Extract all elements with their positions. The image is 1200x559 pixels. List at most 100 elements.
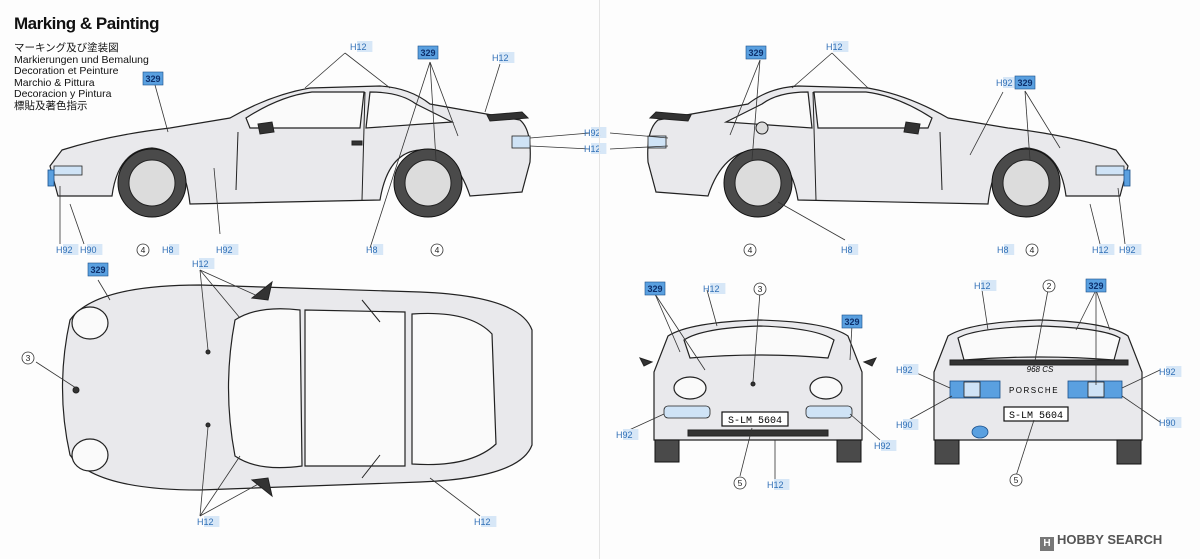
h-code-bg xyxy=(833,41,849,52)
h-code-label: H92 xyxy=(584,128,601,138)
callout-h: H92 xyxy=(896,364,919,375)
part-number-circle xyxy=(733,476,747,490)
part-number-label: 5 xyxy=(738,478,743,488)
callout-h: H8 xyxy=(162,244,180,255)
callout-h: H12 xyxy=(584,143,607,154)
callout-num: 5 xyxy=(733,476,747,490)
h-code-label: H12 xyxy=(474,517,491,527)
callout-h: H12 xyxy=(492,52,515,63)
h-code-bg xyxy=(903,364,919,375)
h-code-label: H90 xyxy=(1159,418,1176,428)
part-number-label: 4 xyxy=(141,245,146,255)
callout-h: H12 xyxy=(826,41,849,52)
h-code-bg xyxy=(499,52,515,63)
paint-code-label: 329 xyxy=(1088,281,1103,291)
paint-code-box xyxy=(841,314,863,329)
h-code-bg xyxy=(357,41,373,52)
callout-num: 4 xyxy=(743,243,757,257)
h-code-bg xyxy=(1166,417,1182,428)
h-code-label: H12 xyxy=(492,53,509,63)
h-code-label: H90 xyxy=(896,420,913,430)
part-number-label: 4 xyxy=(1030,245,1035,255)
callout-paint: 329 xyxy=(87,262,109,277)
callout-paint: 329 xyxy=(644,281,666,296)
h-code-bg xyxy=(481,516,497,527)
part-number-circle xyxy=(136,243,150,257)
subtitle-german: Markierungen und Bemalung xyxy=(14,53,149,66)
part-number-circle xyxy=(430,243,444,257)
h-code-bg xyxy=(623,429,639,440)
callout-paint: 329 xyxy=(745,45,767,60)
paint-code-box xyxy=(142,71,164,86)
paint-code-box xyxy=(1014,75,1036,90)
h-code-label: H12 xyxy=(703,284,720,294)
h-code-bg xyxy=(1099,244,1115,255)
paint-code-box xyxy=(745,45,767,60)
callout-h: H92 xyxy=(216,244,239,255)
h-code-label: H90 xyxy=(80,245,97,255)
callout-num: 3 xyxy=(21,351,35,365)
h-code-bg xyxy=(63,244,79,255)
h-code-bg xyxy=(1166,366,1182,377)
callout-h: H12 xyxy=(350,41,373,52)
h-code-bg xyxy=(774,479,790,490)
paint-code-box xyxy=(417,45,439,60)
h-code-label: H12 xyxy=(350,42,367,52)
h-code-label: H92 xyxy=(56,245,73,255)
callout-h: H92 xyxy=(56,244,79,255)
paint-code-label: 329 xyxy=(420,48,435,58)
paint-code-box xyxy=(1085,278,1107,293)
h-code-label: H92 xyxy=(616,430,633,440)
part-number-circle xyxy=(1009,473,1023,487)
h-code-bg xyxy=(204,516,220,527)
callout-h: H12 xyxy=(474,516,497,527)
h-code-label: H8 xyxy=(997,245,1009,255)
callout-num: 4 xyxy=(430,243,444,257)
callout-paint: 329 xyxy=(142,71,164,86)
subtitle-japanese: マーキング及び塗装図 xyxy=(14,42,119,54)
paint-code-label: 329 xyxy=(844,317,859,327)
h-code-label: H92 xyxy=(896,365,913,375)
logo-icon: H xyxy=(1040,537,1054,551)
h-code-label: H8 xyxy=(366,245,378,255)
h-code-label: H8 xyxy=(162,245,174,255)
callout-num: 5 xyxy=(1009,473,1023,487)
h-code-bg xyxy=(199,258,215,269)
callout-h: H12 xyxy=(1092,244,1115,255)
part-number-circle xyxy=(21,351,35,365)
subtitle-list: マーキング及び塗装図 Markierungen und Bemalung Dec… xyxy=(14,42,149,113)
callout-h: H92 xyxy=(584,127,607,138)
paint-code-label: 329 xyxy=(647,284,662,294)
h-code-label: H8 xyxy=(841,245,853,255)
subtitle-spanish: Decoracion y Pintura xyxy=(14,88,112,101)
front-plate-text: S-LM 5604 xyxy=(728,416,782,427)
callout-h: H12 xyxy=(197,516,220,527)
rear-plate-text: S-LM 5604 xyxy=(1009,411,1063,422)
paint-code-label: 329 xyxy=(748,48,763,58)
callout-h: H12 xyxy=(703,283,726,294)
h-code-label: H12 xyxy=(1092,245,1109,255)
h-code-bg xyxy=(87,244,103,255)
paint-code-box xyxy=(644,281,666,296)
paint-code-label: 329 xyxy=(90,265,105,275)
callout-paint: 329 xyxy=(1085,278,1107,293)
callout-paint: 329 xyxy=(1014,75,1036,90)
part-number-label: 3 xyxy=(758,284,763,294)
right-side-view xyxy=(647,85,1131,218)
callout-num: 2 xyxy=(1042,279,1056,293)
part-number-circle xyxy=(1042,279,1056,293)
h-code-label: H12 xyxy=(584,144,601,154)
part-number-circle xyxy=(753,282,767,296)
h-code-label: H92 xyxy=(1159,367,1176,377)
subtitle-chinese: 標貼及著色指示 xyxy=(14,99,88,112)
callout-h: H92 xyxy=(1119,244,1142,255)
h-code-label: H12 xyxy=(974,281,991,291)
part-number-circle xyxy=(1025,243,1039,257)
callout-h: H8 xyxy=(841,244,859,255)
part-number-label: 3 xyxy=(26,353,31,363)
callout-h: H12 xyxy=(192,258,215,269)
callout-paint: 329 xyxy=(417,45,439,60)
